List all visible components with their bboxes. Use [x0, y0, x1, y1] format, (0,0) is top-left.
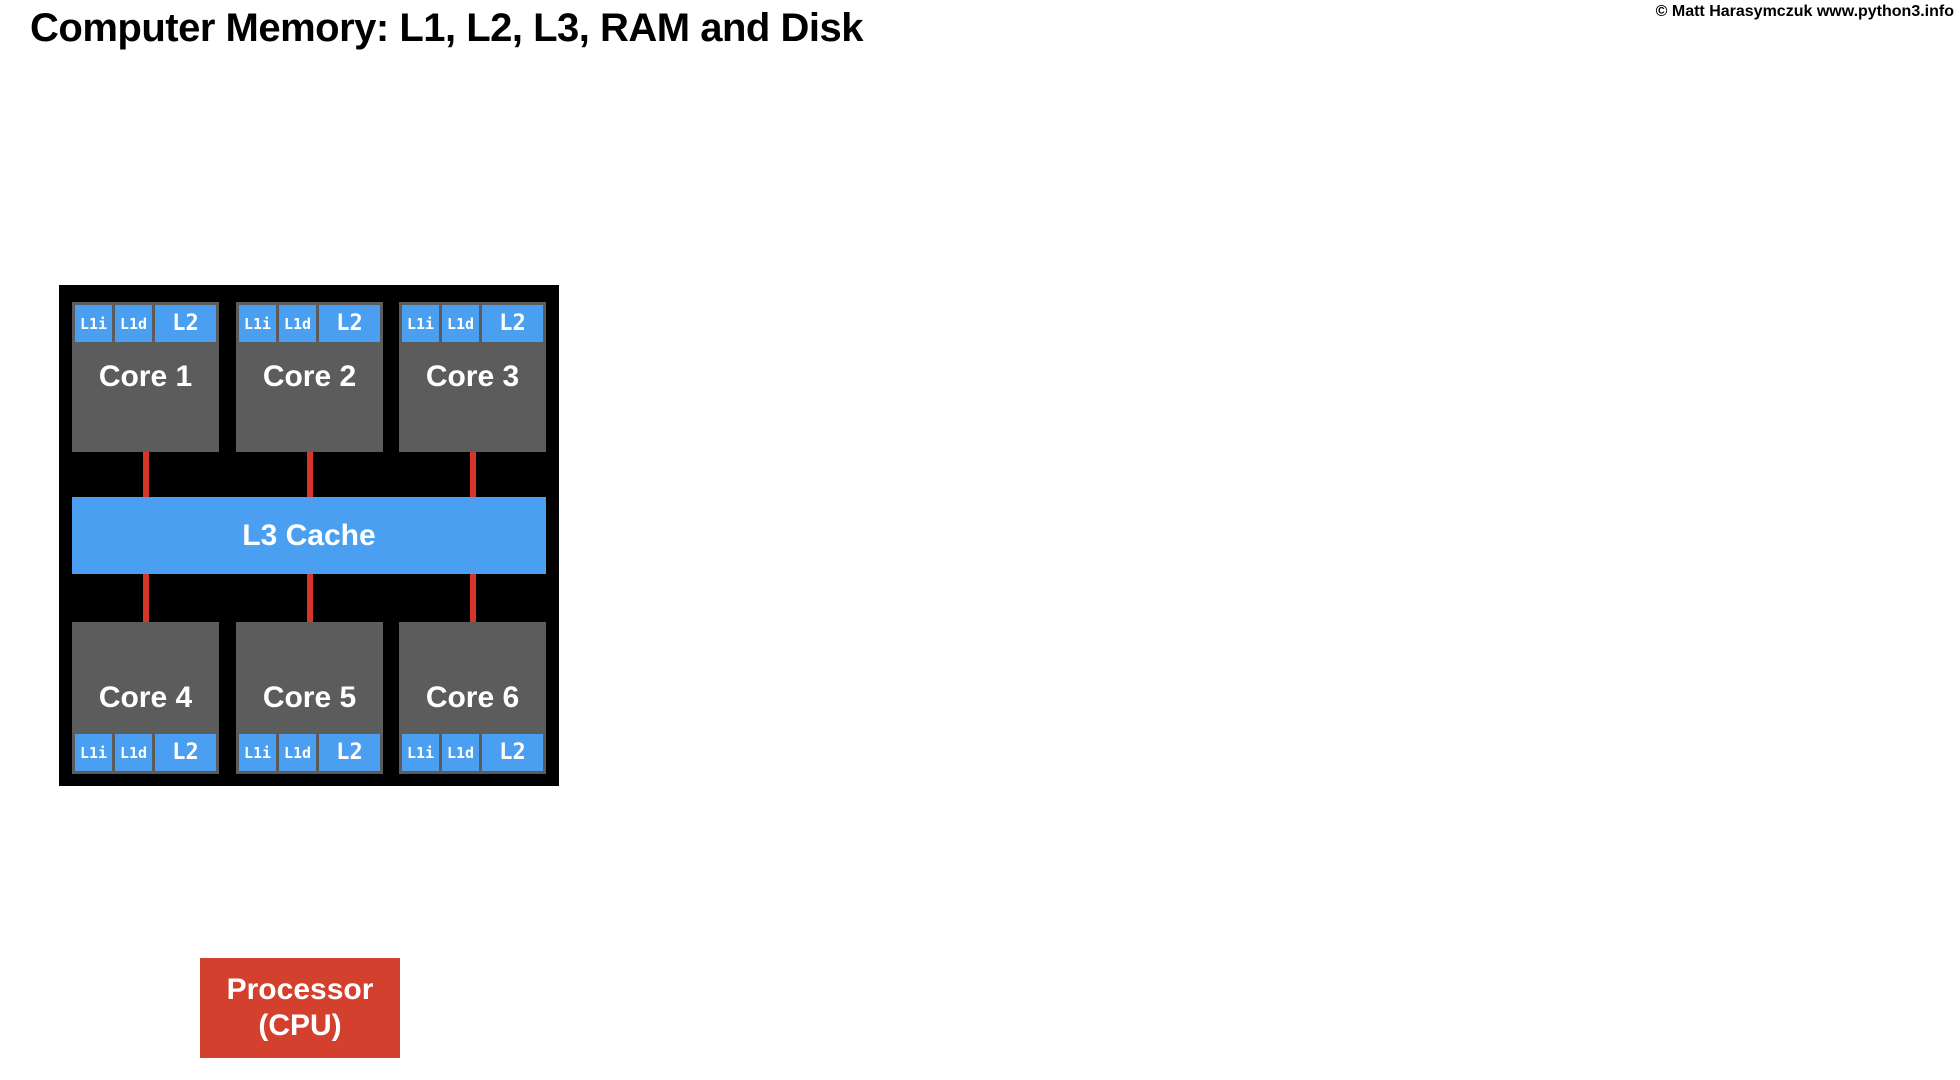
l1i-cache: L1i — [239, 305, 276, 342]
l1d-cache: L1d — [279, 734, 316, 771]
cache-row: L1i L1d L2 — [402, 305, 543, 342]
l2-cache: L2 — [482, 305, 543, 342]
core-2: Core 2 L1i L1d L2 — [236, 302, 383, 452]
core-4: Core 4 L1i L1d L2 — [72, 622, 219, 774]
l1d-cache: L1d — [442, 734, 479, 771]
processor-label-line1: Processor — [226, 973, 374, 1006]
l1i-cache: L1i — [402, 305, 439, 342]
l2-cache: L2 — [482, 734, 543, 771]
cache-row: L1i L1d L2 — [75, 305, 216, 342]
l1i-cache: L1i — [75, 305, 112, 342]
bus-line-core4-l3 — [143, 574, 149, 622]
cache-row: L1i L1d L2 — [239, 734, 380, 771]
l1i-cache: L1i — [75, 734, 112, 771]
l2-cache: L2 — [155, 305, 216, 342]
l2-cache: L2 — [155, 734, 216, 771]
bus-line-core2-l3 — [307, 452, 313, 497]
l1d-cache: L1d — [279, 305, 316, 342]
l2-cache: L2 — [319, 305, 380, 342]
core-6: Core 6 L1i L1d L2 — [399, 622, 546, 774]
processor-label-line2: (CPU) — [258, 1009, 342, 1042]
bus-line-core6-l3 — [470, 574, 476, 622]
l2-cache: L2 — [319, 734, 380, 771]
processor-cpu-label-box: Processor (CPU) — [200, 958, 400, 1058]
core-label: Core 2 — [262, 360, 357, 393]
cache-row: L1i L1d L2 — [402, 734, 543, 771]
core-label: Core 6 — [425, 681, 520, 714]
bus-line-core3-l3 — [470, 452, 476, 497]
core-label: Core 3 — [425, 360, 520, 393]
core-label: Core 5 — [262, 681, 357, 714]
copyright-text: © Matt Harasymczuk www.python3.info — [1655, 3, 1954, 20]
cache-row: L1i L1d L2 — [239, 305, 380, 342]
core-1: Core 1 L1i L1d L2 — [72, 302, 219, 452]
l1d-cache: L1d — [115, 734, 152, 771]
cache-row: L1i L1d L2 — [75, 734, 216, 771]
bus-line-core1-l3 — [143, 452, 149, 497]
page-title: Computer Memory: L1, L2, L3, RAM and Dis… — [30, 6, 863, 50]
bus-line-core5-l3 — [307, 574, 313, 622]
l1d-cache: L1d — [442, 305, 479, 342]
l1i-cache: L1i — [402, 734, 439, 771]
core-label: Core 4 — [98, 681, 193, 714]
core-5: Core 5 L1i L1d L2 — [236, 622, 383, 774]
l1i-cache: L1i — [239, 734, 276, 771]
core-3: Core 3 L1i L1d L2 — [399, 302, 546, 452]
cpu-die-diagram: Core 1 L1i L1d L2 Core 2 L1i L1d L2 Core… — [59, 285, 559, 786]
core-label: Core 1 — [98, 360, 193, 393]
l3-cache: L3 Cache — [72, 497, 546, 574]
l1d-cache: L1d — [115, 305, 152, 342]
